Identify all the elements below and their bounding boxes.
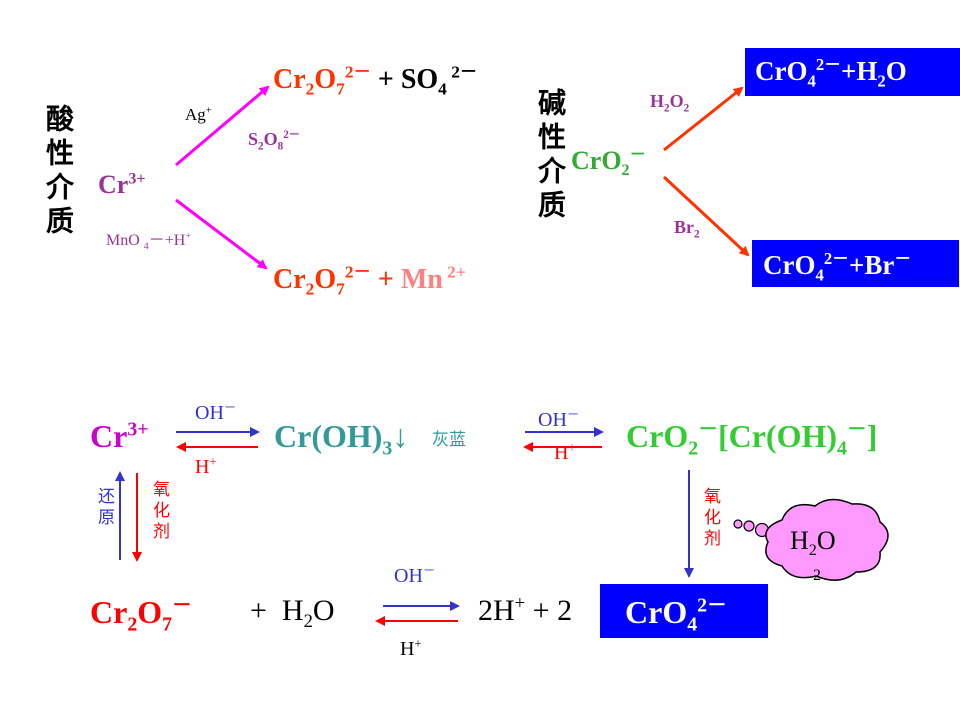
cloud-subscript-2: 2 — [813, 567, 821, 584]
gray-blue-color-label: 灰蓝 — [432, 430, 466, 450]
dichromate-sulfate-product: Cr2O72－ + SO4 2－ — [273, 62, 478, 99]
oxidizer-label-left: 氧化剂 — [149, 480, 169, 543]
chromate-ion-bottom: CrO42－ — [625, 594, 727, 636]
cr3-ion-top: Cr3+ — [98, 170, 146, 199]
oh-label-3: OH－ — [394, 563, 436, 587]
chromate-bromide-product: CrO42－+Br－ — [763, 249, 912, 285]
chromate-box-bottom — [600, 584, 768, 638]
reduce-label: 还原 — [94, 487, 114, 529]
arrow-cr3-to-cr2o7-mno4 — [175, 198, 268, 270]
cloud-h2o2-label: H2O — [790, 526, 836, 560]
cr3-ion-bottom: Cr3+ — [90, 418, 149, 454]
chromite-ion: CrO2－[Cr(OH)4－] — [626, 418, 878, 460]
chromate-water-product-box — [745, 48, 960, 96]
plus-water: + H2O — [250, 594, 335, 632]
arrow-cro2-to-cro4-br2 — [662, 175, 750, 257]
s2o8-reagent-label: S2O82－ — [248, 129, 300, 153]
oh-label-1: OH－ — [195, 400, 237, 424]
h-label-2: H+ — [554, 440, 576, 464]
chromate-bromide-product-box — [752, 240, 959, 287]
arrow-cro2-to-cro4-h2o2 — [663, 86, 744, 152]
chromium-hydroxide: Cr(OH)3↓ — [274, 418, 409, 460]
acidic-medium-label: 酸性介质 — [42, 104, 75, 240]
h-label-3: H+ — [400, 636, 422, 660]
dichromate-manganese-product: Cr2O72－ + Mn 2+ — [273, 262, 466, 299]
thought-cloud — [733, 498, 889, 581]
oxidizer-label-right: 氧化剂 — [700, 487, 720, 550]
oh-label-2: OH－ — [538, 407, 580, 431]
h2o2-reagent-label: H2O2 — [650, 91, 690, 115]
arrow-cr3-to-cr2o7-ag — [175, 85, 270, 167]
two-hydrogen-plus-two: 2H+ + 2 — [478, 593, 573, 627]
chromate-water-product: CrO42－+H2O — [755, 55, 907, 91]
dichromate-ion-bottom: Cr2O7－ — [90, 594, 192, 636]
alkaline-medium-label: 碱性介质 — [534, 88, 567, 224]
ag-catalyst-label: Ag+ — [185, 105, 212, 124]
h-label-1: H+ — [195, 454, 217, 478]
cro2-ion-top: CrO2－ — [571, 146, 646, 180]
mno4-reagent-label: MnO 4－+H+ — [106, 230, 191, 253]
br2-reagent-label: Br2 — [674, 217, 700, 241]
